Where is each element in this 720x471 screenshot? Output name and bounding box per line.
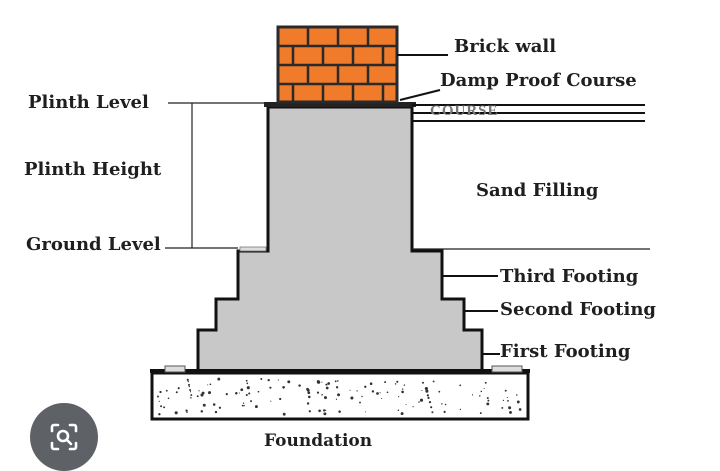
camera-search-icon — [50, 423, 78, 451]
label-second-footing: Second Footing — [500, 299, 656, 320]
label-first-footing: First Footing — [500, 341, 631, 362]
label-ground-level: Ground Level — [26, 234, 161, 255]
label-plinth-level: Plinth Level — [28, 92, 149, 113]
dpc-extension-lines — [412, 104, 645, 122]
foundation-aggregate-dots — [157, 377, 522, 416]
ground-edge-left — [239, 246, 267, 252]
brick-mortar-joints — [278, 27, 397, 102]
label-third-footing: Third Footing — [500, 266, 639, 287]
leader-lines — [397, 54, 500, 355]
label-brick-wall: Brick wall — [454, 36, 557, 57]
damp-proof-course — [264, 102, 416, 107]
stepped-footing-body — [196, 105, 484, 373]
label-foundation: Foundation — [264, 431, 373, 451]
label-plinth-height: Plinth Height — [24, 159, 162, 180]
label-sand-filling: Sand Filling — [476, 180, 599, 201]
base-edge-right — [491, 365, 523, 373]
visual-search-button[interactable] — [30, 403, 98, 471]
label-course-ghost: COURSE — [430, 103, 499, 119]
base-edge-left — [164, 365, 186, 373]
label-damp-proof-course: Damp Proof Course — [440, 70, 637, 91]
